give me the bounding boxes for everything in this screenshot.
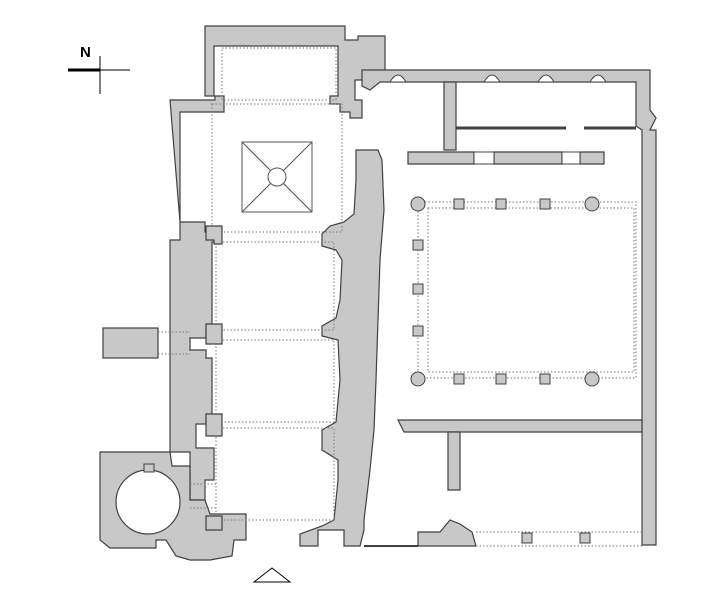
north-range-partition [443,81,457,151]
south-range-partition [447,431,461,491]
cross-vault [241,141,313,213]
nave-piers [205,225,223,531]
chamber-niche [143,463,155,473]
entrance-triangle-icon [252,567,292,583]
east-outer-wall [361,69,657,546]
north-arrow-icon [68,56,130,94]
west-annex [102,327,159,359]
nave-bays [190,47,343,521]
round-chamber [115,469,181,535]
courtyard-south-wall [397,419,643,433]
north-wall-niches [389,74,607,83]
courtyard-north-wall [407,151,475,165]
colonnade [410,196,637,387]
north-label: N [80,44,91,61]
spine-wall [299,149,385,547]
